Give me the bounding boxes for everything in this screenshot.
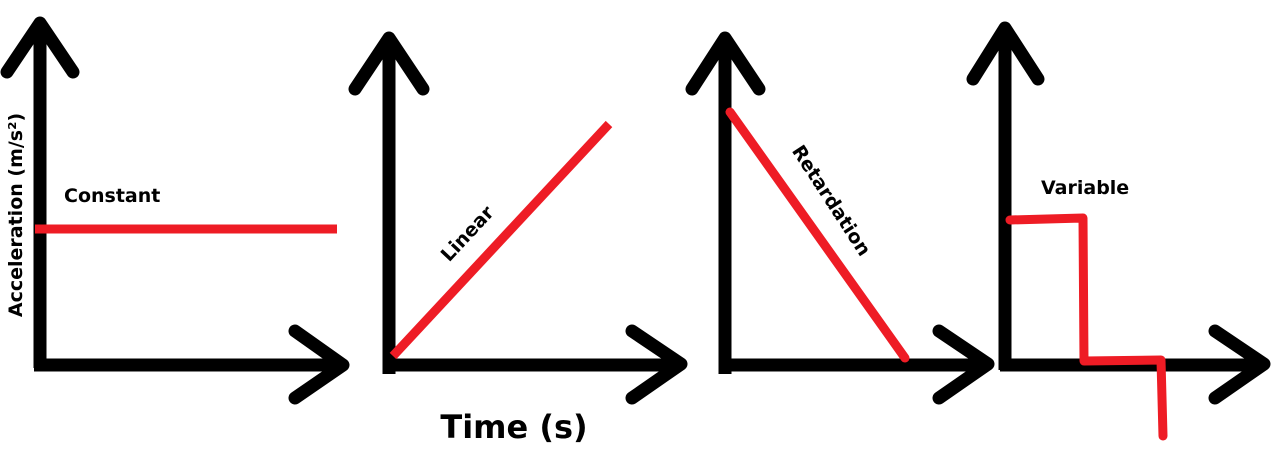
panel-linear: Linear Time (s)	[348, 31, 688, 446]
x-axis-label: Time (s)	[440, 408, 587, 446]
panel-constant: Constant Acceleration (m/s²)	[0, 16, 350, 405]
variable-curve	[1005, 213, 1168, 441]
x-axis-arrow-icon	[34, 324, 350, 405]
y-axis-arrow-icon	[685, 31, 766, 374]
x-axis-arrow-icon	[720, 324, 995, 405]
constant-label: Constant	[64, 185, 160, 207]
y-axis-arrow-icon	[966, 21, 1045, 370]
retardation-curve	[725, 107, 910, 363]
panel-retardation: Retardation	[685, 31, 995, 405]
variable-label: Variable	[1041, 177, 1129, 199]
linear-curve	[389, 120, 613, 360]
x-axis-arrow-icon	[383, 324, 688, 405]
retardation-label: Retardation	[787, 141, 875, 260]
y-axis-label: Acceleration (m/s²)	[5, 113, 27, 317]
y-axis-arrow-icon	[0, 16, 80, 368]
panel-variable: Variable	[966, 21, 1271, 441]
y-axis-arrow-icon	[348, 31, 430, 374]
x-axis-arrow-icon	[1000, 324, 1271, 405]
